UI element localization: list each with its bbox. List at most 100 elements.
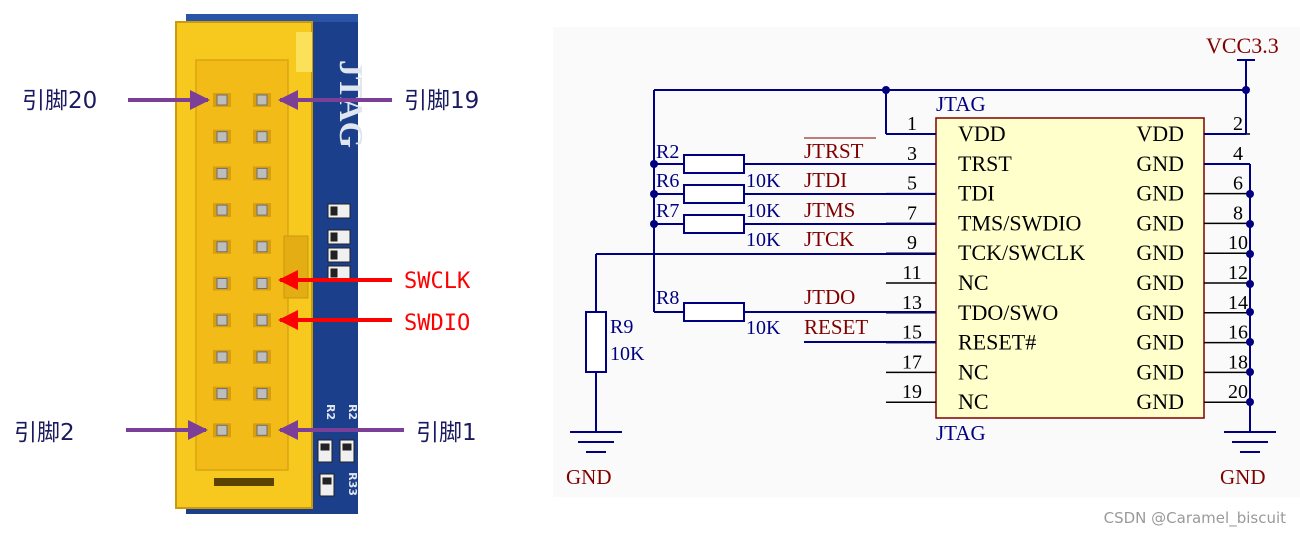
svg-text:10K: 10K [746,229,781,251]
pin-name-right: GND [1136,270,1184,295]
pin-number-odd: 3 [907,143,917,165]
silk-r33: R33 [346,472,359,496]
ground-left [570,431,622,453]
pin-number-odd: 19 [902,381,922,403]
resistor-r6: R6 10K [656,170,781,204]
header-latch-top [296,32,312,72]
ic-body [935,117,1205,419]
svg-text:10K: 10K [746,170,781,192]
pin-name-left: NC [958,389,989,414]
pin-number-even: 20 [1228,381,1248,403]
header-pin [256,167,268,179]
header-pin [216,314,228,326]
label-swclk: SWCLK [404,269,471,294]
net-jtrst: JTRST [804,139,864,163]
pin-name-left: TDO/SWO [958,300,1058,325]
pin-name-right: GND [1136,300,1184,325]
pin-name-right: GND [1136,330,1184,355]
power-label: VCC3.3 [1206,33,1279,58]
label-pin1: 引脚1 [416,420,477,446]
svg-text:10K: 10K [746,200,781,222]
svg-text:R8: R8 [656,287,679,309]
net-labels: JTRST JTDI JTMS JTCK JTDO RESET [804,139,868,339]
pin-number-odd: 13 [902,292,922,314]
pin-number-odd: 5 [907,173,917,195]
silk-r2-a: R2 [346,404,359,420]
gnd-label-left: GND [566,465,612,489]
header-pin [216,351,228,363]
resistor-r7: R7 10K 10K [656,200,781,251]
pin-number-even: 10 [1228,232,1248,254]
pin-name-left: TCK/SWCLK [958,240,1085,265]
header-pin [256,351,268,363]
net-reset: RESET [804,315,868,339]
header-key-notch [283,235,309,299]
pin-number-even: 18 [1228,351,1248,373]
pin-number-odd: 9 [907,232,917,254]
net-jtms: JTMS [804,198,855,222]
pullup-wires [595,163,936,432]
svg-text:10K: 10K [746,317,781,339]
pin-name-right: GND [1136,389,1184,414]
silk-jtag: JTAG [332,60,369,148]
pin-grid [213,93,271,438]
gnd-bus [1204,163,1251,432]
pin-name-left: NC [958,359,989,384]
header-pin [256,278,268,289]
pin-name-left: TRST [958,151,1012,176]
header-pin [256,388,268,400]
smd-pads [317,203,355,497]
svg-text:10K: 10K [610,343,645,365]
net-jtdo: JTDO [804,285,855,309]
pin-number-even: 16 [1228,322,1248,344]
watermark: CSDN @Caramel_biscuit [1103,509,1286,527]
resistor-r2: R2 [656,141,745,174]
svg-text:R6: R6 [656,170,679,192]
gnd-label-right: GND [1220,465,1266,489]
header-latch-bottom [214,478,274,486]
header-pin [216,167,228,179]
pin-number-even: 14 [1228,292,1248,314]
pin-number-even: 4 [1233,143,1243,165]
svg-text:R7: R7 [656,200,679,222]
pin-name-right: GND [1136,240,1184,265]
pin-number-odd: 11 [902,262,921,284]
pin-number-odd: 15 [902,322,922,344]
header-pin [256,424,268,436]
label-pin19: 引脚19 [404,88,479,114]
resistor-r8: R8 10K [656,287,781,339]
pin-name-left: RESET# [958,330,1036,355]
silk-r2-b: R2 [324,404,337,420]
header-pin [216,424,228,436]
ground-right [1224,431,1276,453]
pin-name-right: VDD [1136,121,1184,146]
pin-number-even: 8 [1233,202,1243,224]
header-pin [256,94,268,106]
header-inner [195,59,289,471]
pin-name-left: TMS/SWDIO [958,210,1081,235]
power-rail [653,59,1255,312]
header-pin [216,388,228,400]
ic-title-bottom: JTAG [936,421,986,445]
header-pin [256,204,268,216]
svg-text:R9: R9 [610,316,633,338]
header-pin [256,314,268,326]
resistor-r9: R9 10K [585,311,645,373]
pin-name-left: NC [958,270,989,295]
pin-number-even: 6 [1233,173,1243,195]
label-swdio: SWDIO [404,311,470,336]
pin-number-even: 12 [1228,262,1248,284]
header-pin [216,94,228,106]
pin-number-odd: 17 [902,351,922,373]
pin-number-odd: 1 [907,113,917,135]
header-pin [256,131,268,143]
pin-number-odd: 7 [907,202,917,224]
pin-name-right: GND [1136,359,1184,384]
svg-text:R2: R2 [656,141,679,163]
pcb-board-edge [186,14,358,22]
net-jtck: JTCK [804,227,854,251]
header-pin [216,204,228,216]
pin-name-left: VDD [958,121,1006,146]
pin-number-even: 2 [1233,113,1243,135]
header-pin [256,241,268,253]
